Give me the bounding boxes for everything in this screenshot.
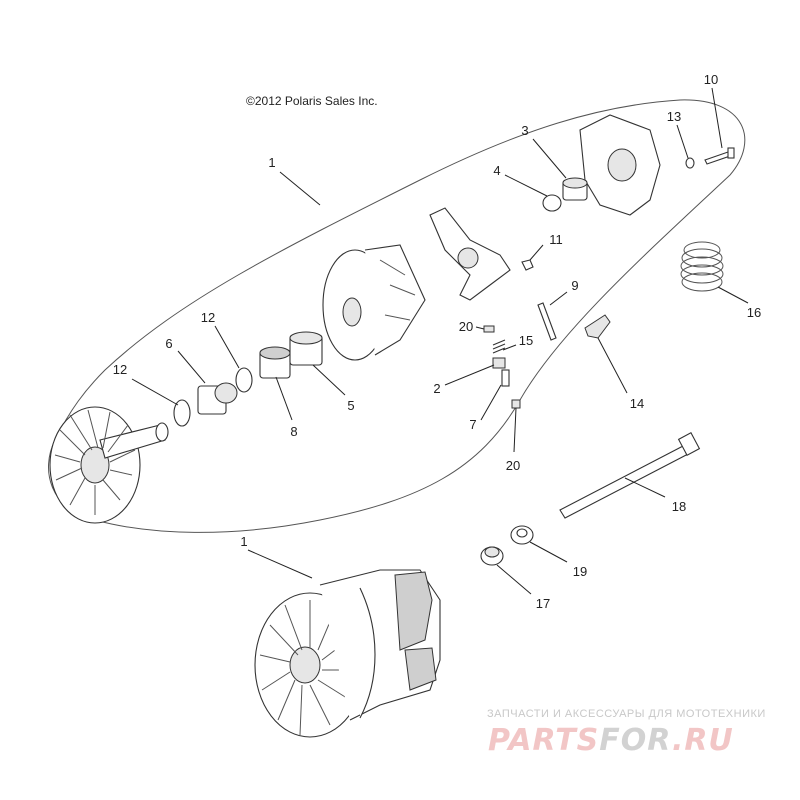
callout-12-left: 12 [113, 362, 127, 377]
callout-18: 18 [672, 499, 686, 514]
callout-11: 11 [549, 232, 563, 247]
cover-part [579, 114, 661, 216]
callout-16: 16 [747, 305, 761, 320]
ring-4-part [542, 194, 562, 212]
callout-20-top: 20 [459, 319, 473, 334]
callout-2: 2 [433, 381, 440, 396]
copyright-text: ©2012 Polaris Sales Inc. [246, 94, 378, 108]
pin-9-part [537, 302, 557, 341]
sheave-center-part [322, 244, 426, 361]
bushing-8-part [259, 346, 291, 379]
bolt-10-part [704, 147, 735, 165]
spider-part [429, 207, 511, 301]
callout-14: 14 [630, 396, 644, 411]
callout-3: 3 [521, 123, 528, 138]
watermark-logo-for: FOR [599, 723, 672, 758]
callout-19: 19 [573, 564, 587, 579]
callout-6: 6 [165, 336, 172, 351]
bolt-18-part [559, 432, 701, 519]
callout-10: 10 [704, 72, 718, 87]
callout-7: 7 [469, 417, 476, 432]
watermark-tagline: ЗАПЧАСТИ И АКСЕССУАРЫ ДЛЯ МОТОТЕХНИКИ [487, 708, 766, 720]
callout-8: 8 [290, 424, 297, 439]
watermark: ЗАПЧАСТИ И АКСЕССУАРЫ ДЛЯ МОТОТЕХНИКИ PA… [487, 708, 766, 758]
callout-9: 9 [571, 278, 578, 293]
spring-16-part [680, 241, 724, 292]
watermark-logo: PARTSFOR.RU [488, 723, 734, 758]
roller-20-top-part [483, 325, 495, 333]
weight-14-part [584, 314, 611, 339]
callout-12-mid: 12 [201, 310, 215, 325]
nut-17-part [480, 546, 504, 566]
bushing-5-part [289, 331, 323, 366]
washer-12-mid-part [235, 367, 253, 393]
callout-13: 13 [667, 109, 681, 124]
callout-5: 5 [347, 398, 354, 413]
watermark-logo-ru: .RU [672, 723, 734, 758]
bushing-3-part [562, 177, 588, 201]
bushing-6-part [197, 382, 238, 415]
moveable-sheave-part [49, 406, 169, 524]
callout-17: 17 [536, 596, 550, 611]
nut-11-part [521, 259, 534, 271]
clutch-assembly-part [254, 569, 441, 738]
roller-20-bottom-part [511, 399, 521, 409]
callout-15: 15 [519, 333, 533, 348]
watermark-logo-parts: PARTS [488, 723, 599, 758]
washer-12-left-part [173, 399, 191, 427]
callout-20-bottom: 20 [506, 458, 520, 473]
bushing-2-part [492, 357, 506, 369]
callout-1-top: 1 [268, 155, 275, 170]
callout-labels: 1 1 2 3 4 5 6 7 8 9 10 11 12 12 13 14 15… [113, 72, 761, 611]
pin-7-part [501, 369, 510, 387]
washer-19-part [510, 525, 534, 545]
callout-4: 4 [493, 163, 500, 178]
washer-13-part [685, 157, 695, 169]
spring-15-part [492, 339, 506, 354]
leader-lines [131, 87, 749, 595]
callout-1-bottom: 1 [240, 534, 247, 549]
